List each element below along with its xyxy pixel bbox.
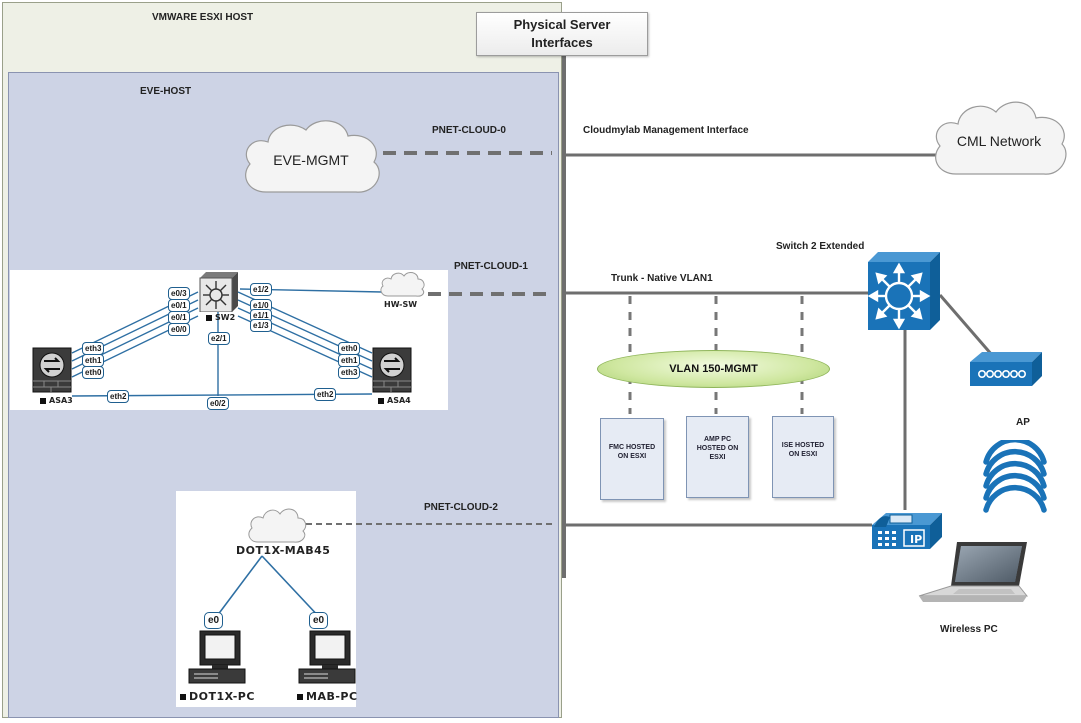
pnet-cloud-1-label: PNET-CLOUD-1: [454, 261, 528, 272]
sw2-label: SW2: [206, 313, 235, 322]
eve-mgmt-label: EVE-MGMT: [273, 152, 349, 168]
switch-icon: [199, 272, 238, 313]
firewall-icon: [372, 347, 412, 393]
laptop-icon: [918, 542, 1029, 602]
bottom-link-port: e0/2: [207, 397, 229, 410]
wifi-waves-icon: [983, 436, 1047, 513]
switch2-extended-label: Switch 2 Extended: [776, 241, 865, 252]
asa4-name: ASA4: [387, 396, 411, 405]
dot1x-pc-device: [188, 630, 246, 686]
status-square-icon: [206, 314, 212, 321]
cml-network-label: CML Network: [956, 133, 1042, 149]
pnet-cloud-2-label: PNET-CLOUD-2: [424, 502, 498, 513]
fmc-vm-box: FMC HOSTED ON ESXI: [600, 418, 664, 500]
dot1x-mab-cloud: [246, 506, 308, 546]
dot1x-pc-name: DOT1X-PC: [189, 690, 255, 703]
asa4-port-2: eth3: [338, 366, 361, 379]
sw2-port-right-3: e1/3: [250, 319, 272, 332]
ise-vm-box: ISE HOSTED ON ESXI: [772, 416, 834, 498]
mab-pc-port: e0: [309, 612, 329, 629]
access-point-icon: [970, 352, 1042, 386]
wireless-pc-label: Wireless PC: [940, 624, 998, 635]
layer3-switch-icon: [867, 252, 940, 330]
dot1x-mab-label: DOT1X-MAB45: [236, 544, 331, 557]
cloud-icon: [380, 271, 425, 297]
access-point-device: [968, 350, 1044, 390]
hw-sw-label: HW-SW: [384, 300, 418, 309]
status-square-icon: [40, 397, 46, 404]
asa3-port-2: eth0: [82, 366, 105, 379]
status-square-icon: [180, 694, 186, 700]
asa3-device: [32, 347, 72, 393]
cml-management-interface-label: Cloudmylab Management Interface: [583, 125, 749, 136]
status-square-icon: [378, 397, 384, 404]
sw2-device: [198, 272, 240, 313]
pnet-cloud-0-label: PNET-CLOUD-0: [432, 125, 506, 136]
asa3-port-eth2: eth2: [107, 390, 130, 403]
asa4-port-eth2: eth2: [314, 388, 337, 401]
mab-pc-device: [298, 630, 356, 686]
svg-text:IP: IP: [910, 533, 922, 546]
topology2-links: [213, 555, 323, 621]
mab-pc-label: MAB-PC: [297, 690, 358, 703]
switch2-device: [866, 252, 942, 332]
eve-mgmt-cloud: EVE-MGMT: [236, 112, 386, 207]
vlan-150-mgmt: VLAN 150-MGMT: [597, 350, 830, 388]
dot1x-pc-label: DOT1X-PC: [180, 690, 255, 703]
asa3-label: ASA3: [40, 396, 73, 405]
status-square-icon: [297, 694, 303, 700]
cloud-icon: [248, 508, 307, 543]
asa4-label: ASA4: [378, 396, 411, 405]
dot1x-pc-port: e0: [204, 612, 224, 629]
sw2-port-right-1: e1/0: [250, 299, 272, 312]
switch-ap-link: [938, 294, 994, 356]
wireless-signal: [982, 436, 1048, 514]
ip-phone-icon: IP: [872, 513, 942, 549]
desktop-pc-icon: [188, 630, 246, 684]
desktop-pc-icon: [298, 630, 356, 684]
asa4-device: [372, 347, 412, 393]
amp-pc-vm-box: AMP PC HOSTED ON ESXI: [686, 416, 749, 498]
eve-host-label: EVE-HOST: [140, 86, 192, 97]
sw2-port-right-0: e1/2: [250, 283, 272, 296]
vmware-esxi-host-label: VMWARE ESXI HOST: [152, 12, 254, 23]
mab-pc-name: MAB-PC: [306, 690, 358, 703]
hw-sw-cloud: [378, 270, 426, 300]
wireless-pc-device: [915, 540, 1035, 608]
cml-network-cloud: CML Network: [928, 92, 1070, 188]
cloud-icon: [245, 120, 380, 193]
ip-phone-device: IP: [868, 505, 944, 553]
ap-label: AP: [1016, 417, 1030, 428]
physical-server-interfaces-box: Physical Server Interfaces: [476, 12, 648, 56]
trunk-label: Trunk - Native VLAN1: [611, 273, 713, 284]
asa3-name: ASA3: [49, 396, 73, 405]
sw2-port-bottom: e2/1: [208, 332, 230, 345]
sw2-name: SW2: [215, 313, 236, 322]
sw2-port-left-3: e0/0: [168, 323, 190, 336]
firewall-icon: [32, 347, 72, 393]
cloud-icon: [935, 101, 1067, 175]
